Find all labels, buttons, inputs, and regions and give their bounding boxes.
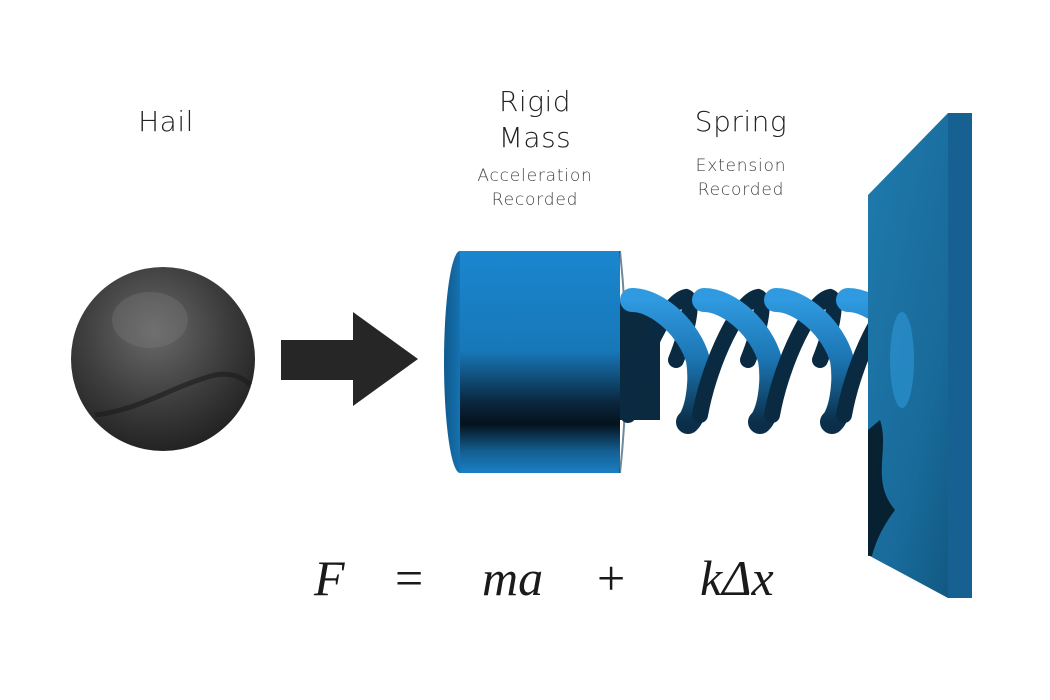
- spring-subtitle-line1: Extension: [695, 156, 787, 176]
- equation-equals-sign: =: [395, 550, 424, 606]
- rigid-mass-title-line2: Mass: [498, 121, 572, 154]
- rigid-mass-title-line1: Rigid: [498, 85, 572, 118]
- rigid-mass-subtitle-line2: Recorded: [491, 190, 579, 210]
- hail-ball: [71, 267, 255, 451]
- rigid-mass-cylinder: [444, 250, 627, 474]
- spring-title: Spring: [694, 105, 788, 138]
- equation-plus-sign: +: [597, 550, 626, 606]
- hail-label: Hail: [138, 105, 194, 138]
- equation-force-term: F: [314, 550, 345, 606]
- rigid-mass-subtitle-line1: Acceleration: [477, 166, 593, 186]
- spring-label-group: Spring Extension Recorded: [661, 104, 821, 202]
- equation-mass-acceleration-term: ma: [482, 550, 544, 606]
- rigid-mass-label-group: Rigid Mass Acceleration Recorded: [455, 84, 615, 212]
- impact-arrow-icon: [281, 312, 418, 406]
- fixed-wall: [868, 113, 972, 598]
- spring-subtitle-line2: Recorded: [697, 180, 785, 200]
- equation-spring-term: kΔx: [700, 550, 774, 606]
